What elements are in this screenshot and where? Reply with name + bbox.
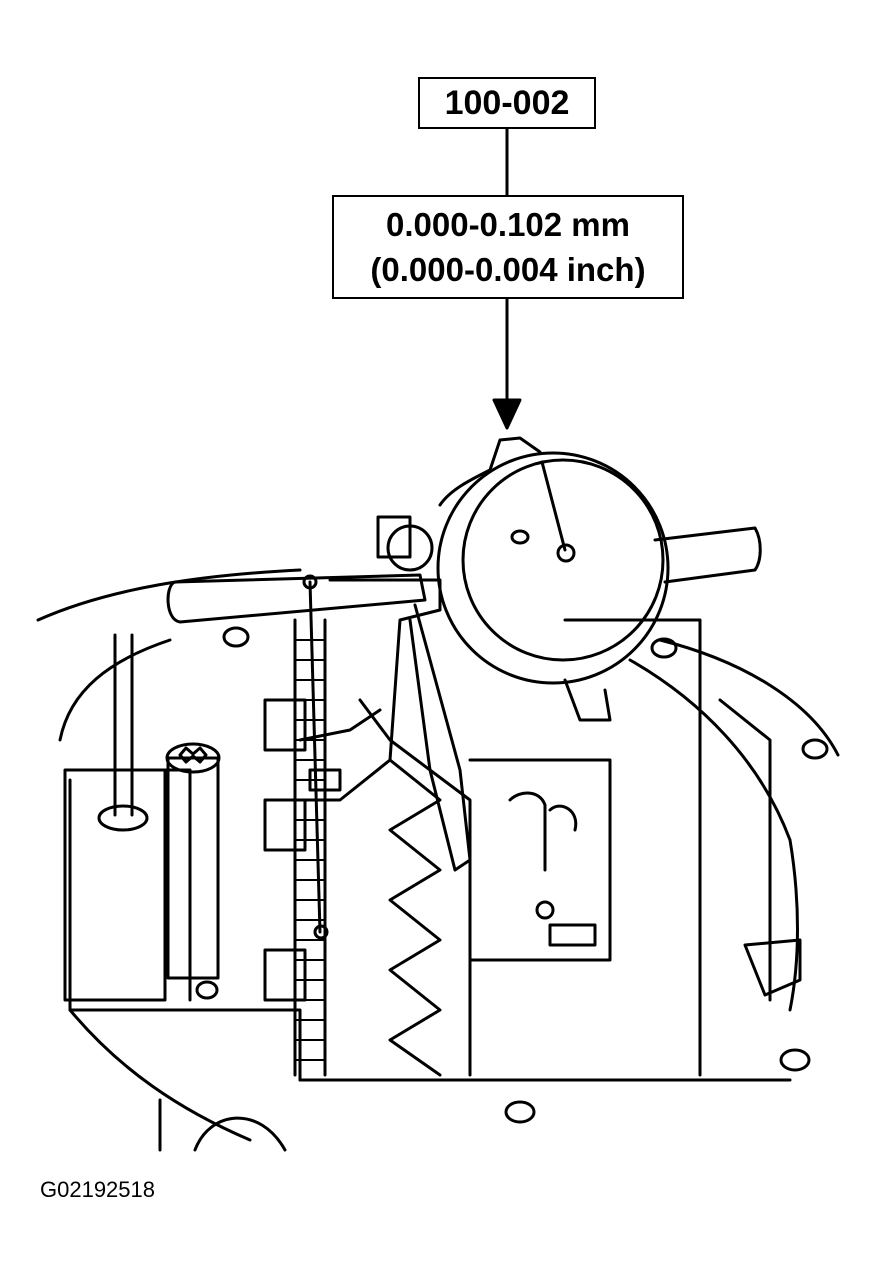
side-gear-icon (468, 758, 612, 962)
ring-gear-icon (263, 618, 472, 1077)
spec-mm-label: 0.000-0.102 mm (385, 206, 630, 243)
tool-number-callout: 100-002 (418, 77, 596, 129)
backlash-spec-callout: 0.000-0.102 mm (0.000-0.004 inch) (332, 195, 684, 299)
spec-inch-label: (0.000-0.004 inch) (370, 251, 646, 288)
differential-housing-icon (36, 529, 840, 1152)
dial-indicator-icon (436, 436, 762, 722)
figure-id-label: G02192518 (40, 1177, 155, 1202)
magnetic-base-icon (166, 515, 472, 940)
leader-arrow (492, 127, 522, 430)
